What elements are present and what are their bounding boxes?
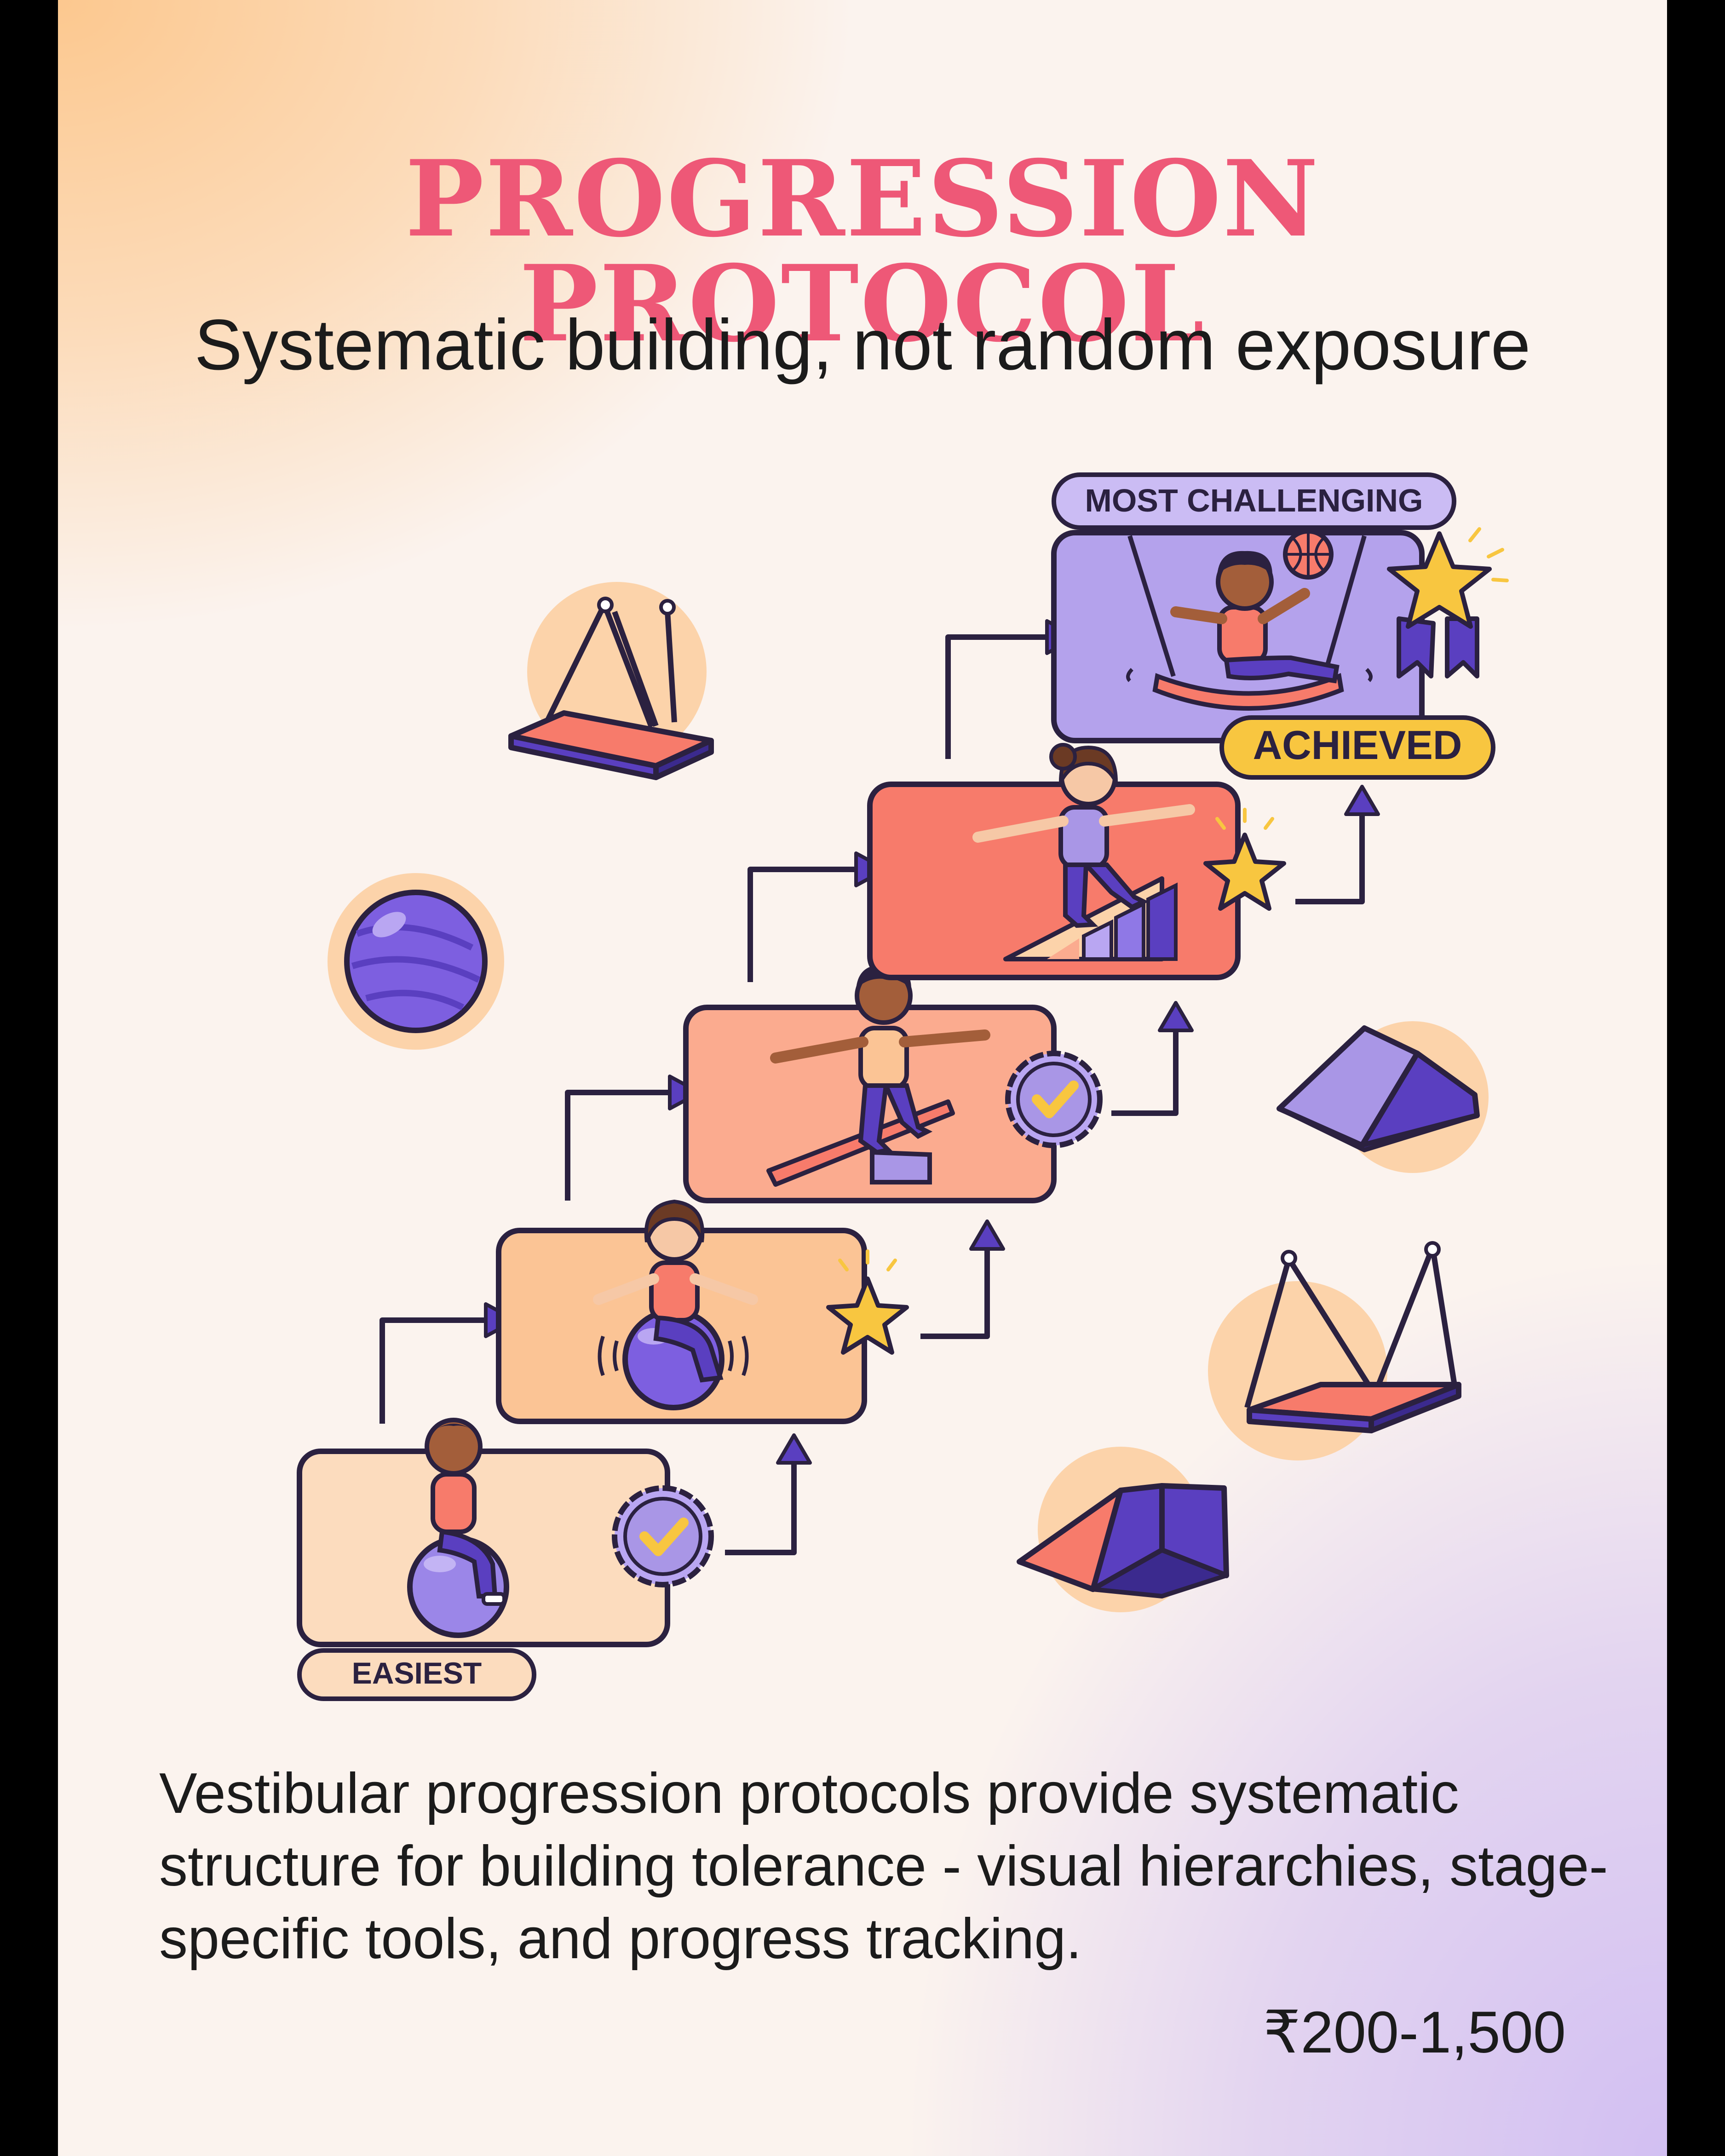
most-challenging-pill: MOST CHALLENGING (1052, 472, 1456, 530)
stage-2-card (496, 1199, 909, 1424)
price-label: ₹200-1,500 (1263, 2000, 1566, 2065)
child-on-swing-icon (1126, 535, 1373, 711)
connector-arrows (380, 634, 1365, 1555)
platform-swing-icon-top (508, 582, 714, 780)
star-icon (1203, 808, 1286, 911)
progression-illustration: EASIEST (297, 472, 1509, 1701)
achieved-label: ACHIEVED (1253, 722, 1462, 768)
basketball-icon (1283, 529, 1334, 580)
therapy-ball-icon (328, 873, 504, 1050)
achieved-pill: ACHIEVED (1219, 715, 1495, 780)
child-on-balance-beam-icon (766, 965, 990, 1187)
check-badge-icon (1005, 1051, 1103, 1148)
stage-3-card (683, 965, 1103, 1203)
child-sitting-on-ball-icon (407, 1418, 509, 1638)
poster: PROGRESSION PROTOCOL Systematic building… (58, 0, 1667, 2156)
platform-swing-icon-bottom (1208, 1241, 1461, 1460)
description-text: Vestibular progression protocols provide… (159, 1762, 1608, 1971)
star-icon (826, 1249, 909, 1355)
wedge-ramp-icon-bottom (1017, 1447, 1229, 1612)
most-challenging-label: MOST CHALLENGING (1085, 483, 1423, 518)
page-title: PROGRESSION PROTOCOL (405, 137, 1320, 365)
page-subtitle: Systematic building, not random exposure (194, 305, 1531, 385)
check-badge-icon (612, 1485, 714, 1587)
child-bouncing-on-ball-icon (593, 1199, 758, 1410)
stage-5-card (1051, 527, 1509, 743)
easiest-label: EASIEST (352, 1656, 482, 1690)
easiest-pill: EASIEST (297, 1648, 536, 1701)
star-ribbon-icon (1387, 527, 1509, 678)
child-climbing-ramp-icon (972, 743, 1195, 961)
wedge-ramp-icon-right (1276, 1021, 1489, 1173)
stage-1-card (297, 1418, 714, 1647)
stage-4-card (867, 743, 1286, 980)
